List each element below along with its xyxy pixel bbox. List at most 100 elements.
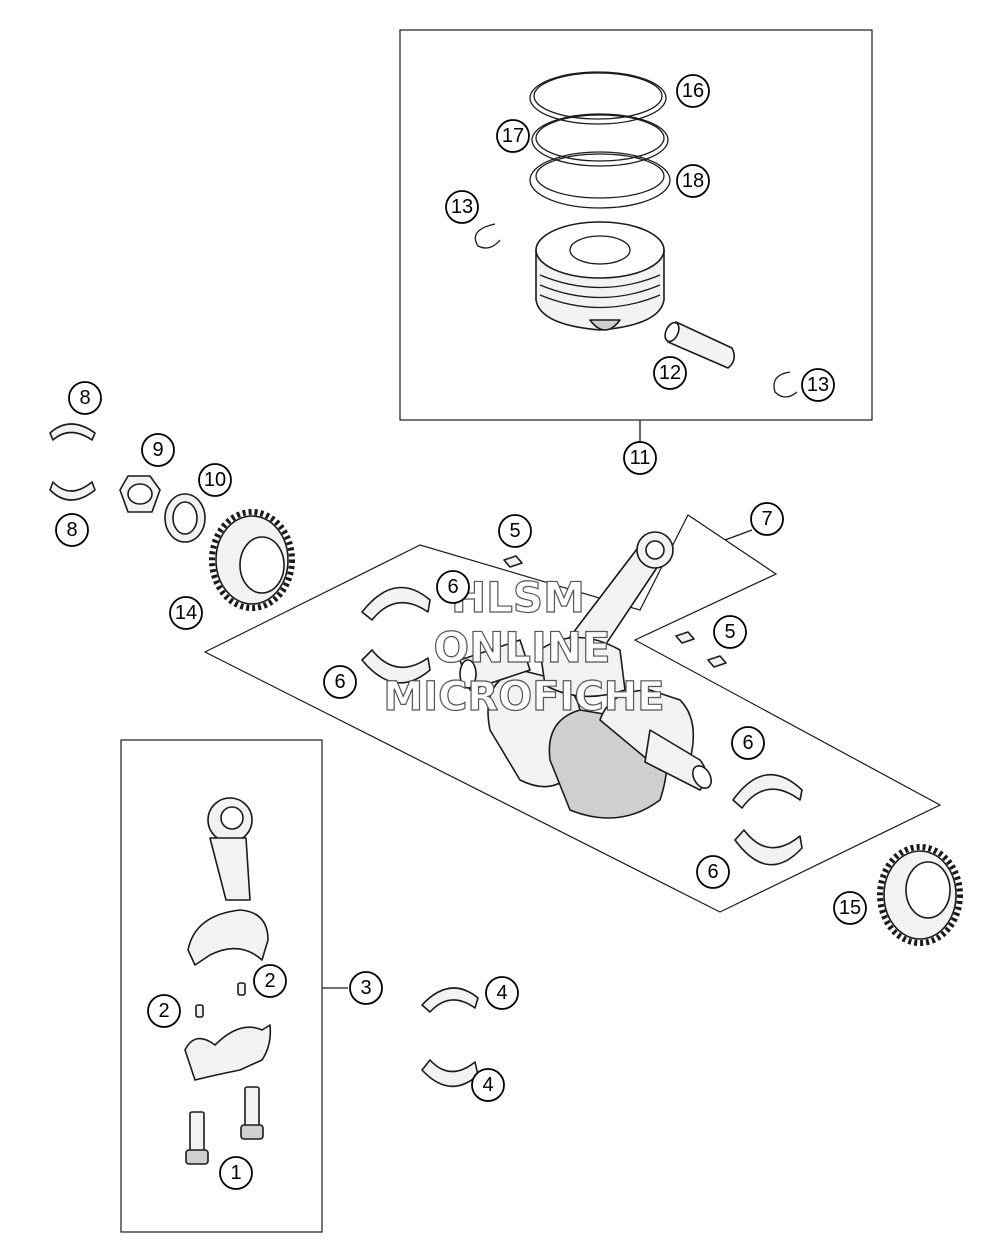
callout-13-right: 13 [801, 368, 835, 402]
callout-number: 12 [659, 362, 681, 384]
conrod-group-frame [120, 739, 348, 1233]
callout-number: 6 [334, 671, 345, 693]
callout-17: 17 [496, 119, 530, 153]
callout-number: 13 [451, 196, 473, 218]
callout-number: 14 [175, 602, 197, 624]
callout-number: 4 [482, 1074, 493, 1096]
circlip-left [474, 223, 501, 249]
callout-circle [436, 570, 470, 604]
circlip-right [773, 371, 798, 398]
watermark-line-1: HLSM [451, 573, 585, 622]
callout-circle [323, 665, 357, 699]
callout-circle [471, 1068, 505, 1102]
callout-circle [801, 368, 835, 402]
callout-6-top-right: 6 [731, 726, 765, 760]
bearing-shell-4-bottom [421, 1059, 479, 1088]
callout-circle [349, 971, 383, 1005]
callout-circle [676, 164, 710, 198]
callout-11: 11 [623, 441, 657, 475]
callout-number: 1 [230, 1162, 241, 1184]
callout-14: 14 [169, 596, 203, 630]
bearing-shell-8-top [49, 423, 96, 441]
crankshaft [459, 639, 712, 819]
watermark-line-2: ONLINE [433, 623, 610, 672]
callout-number: 15 [839, 897, 861, 919]
callout-number: 2 [158, 1000, 169, 1022]
callout-number: 4 [496, 982, 507, 1004]
bearing-shell-6-bottom-left [361, 649, 431, 684]
crankshaft-group-frame [203, 514, 942, 913]
callout-circle [198, 463, 232, 497]
callout-circle [55, 513, 89, 547]
gear-14 [209, 509, 295, 611]
bearing-shell-6-top-right [732, 774, 803, 809]
callout-12: 12 [653, 356, 687, 390]
watermark: HLSM ONLINE MICROFICHE [383, 572, 665, 720]
callout-number: 3 [360, 977, 371, 999]
piston-pin [664, 321, 736, 369]
piston-ring-18 [529, 151, 671, 209]
callout-circle [750, 502, 784, 536]
callout-circle [713, 615, 747, 649]
callout-6-top-left: 6 [436, 570, 470, 604]
bearing-shell-6-top-left [361, 586, 431, 621]
callout-circle [219, 1156, 253, 1190]
gear-15 [877, 844, 963, 946]
callout-number: 10 [204, 469, 226, 491]
washer-10 [164, 493, 206, 543]
callout-9: 9 [141, 433, 175, 467]
callout-number: 9 [152, 439, 163, 461]
callout-8-top: 8 [68, 381, 102, 415]
callout-10: 10 [198, 463, 232, 497]
callout-number: 6 [707, 861, 718, 883]
callout-circle [496, 119, 530, 153]
piston [535, 221, 665, 331]
callout-8-bottom: 8 [55, 513, 89, 547]
bearing-shell-6-bottom-right [734, 829, 803, 866]
bearing-shell-4-top [421, 987, 479, 1013]
callout-number: 6 [447, 576, 458, 598]
piston-ring-17 [531, 113, 669, 167]
callout-circle [653, 356, 687, 390]
callout-2-right: 2 [253, 964, 287, 998]
callout-circle [445, 190, 479, 224]
callout-16: 16 [676, 74, 710, 108]
conrod-bearing-cap [184, 1024, 272, 1081]
callout-circle [498, 514, 532, 548]
woodruff-key-top [503, 555, 523, 568]
piston-group-frame [399, 29, 873, 442]
callout-number: 11 [630, 447, 651, 469]
callout-number: 17 [502, 125, 524, 147]
callout-circle [147, 994, 181, 1028]
callout-circle [253, 964, 287, 998]
callout-circle [169, 596, 203, 630]
callout-circle [833, 891, 867, 925]
callout-circle [676, 74, 710, 108]
connecting-rod [187, 797, 269, 966]
conrod-dowel-pin-left [195, 1004, 204, 1018]
callout-circle [623, 441, 657, 475]
callout-number: 8 [66, 519, 77, 541]
callout-5-top: 5 [498, 514, 532, 548]
callout-number: 18 [682, 170, 704, 192]
watermark-line-3: MICROFICHE [383, 674, 664, 720]
callout-number: 13 [807, 374, 829, 396]
crankshaft-conrod [539, 531, 674, 698]
callout-7: 7 [750, 502, 784, 536]
callout-number: 8 [79, 387, 90, 409]
callout-number: 2 [264, 970, 275, 992]
callout-18: 18 [676, 164, 710, 198]
callout-circle [485, 976, 519, 1010]
callout-1: 1 [219, 1156, 253, 1190]
callout-circle [731, 726, 765, 760]
callout-circle [696, 855, 730, 889]
callout-number: 6 [742, 732, 753, 754]
callout-number: 5 [509, 520, 520, 542]
callout-6-bottom-left: 6 [323, 665, 357, 699]
callout-4-top: 4 [485, 976, 519, 1010]
callout-number: 5 [724, 621, 735, 643]
callouts: 16 17 18 13 12 13 11 8 9 10 8 14 5 7 6 5… [55, 74, 867, 1190]
callout-3: 3 [349, 971, 383, 1005]
woodruff-key-right-a [675, 631, 695, 644]
